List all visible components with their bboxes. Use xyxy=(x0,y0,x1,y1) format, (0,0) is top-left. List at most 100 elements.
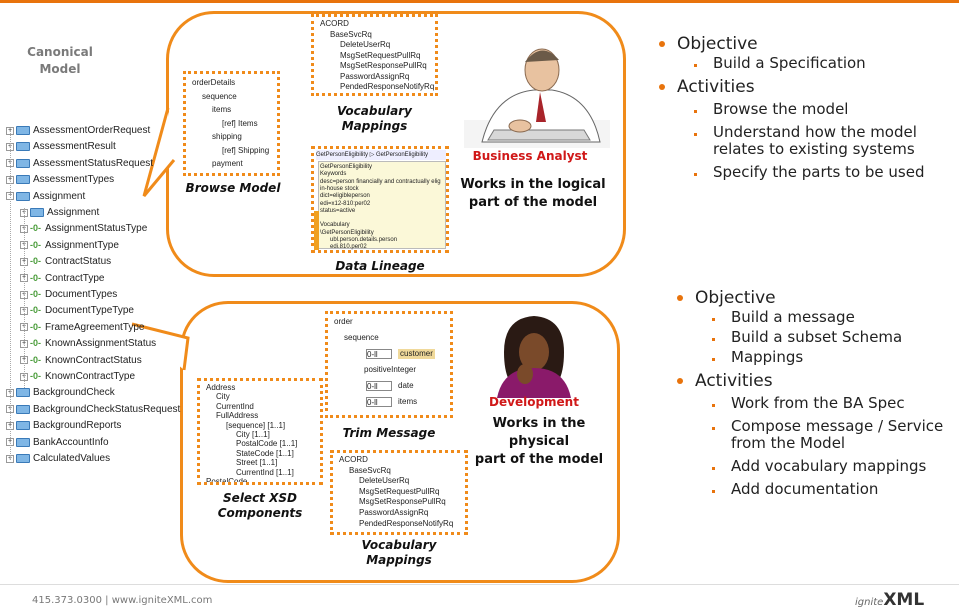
activity-item: Compose message / Service from the Model xyxy=(731,417,944,452)
tree-row[interactable]: +AssessmentResult xyxy=(6,140,116,153)
mini-tree-item: status=active xyxy=(320,207,356,214)
mini-tree-item: PostalCode xyxy=(206,477,248,485)
mini-tree-item: date xyxy=(398,381,414,390)
folder-icon xyxy=(16,175,30,185)
sub-bullet-icon xyxy=(712,318,715,321)
tree-row[interactable]: +Assignment xyxy=(20,206,99,219)
sub-bullet-icon xyxy=(694,133,697,136)
sub-bullet-icon xyxy=(712,490,715,493)
tree-item-label: AssignmentType xyxy=(45,239,119,251)
select-xsd-caption: Select XSD Components xyxy=(217,491,303,520)
element-icon: -0- xyxy=(30,305,41,316)
canonical-model-line1: Canonical xyxy=(27,45,93,59)
objective-item: Mappings xyxy=(731,348,804,366)
mini-tree-item: Street [1..1] xyxy=(236,458,278,468)
tree-item-label: ContractStatus xyxy=(45,256,112,268)
activity-item: Browse the model xyxy=(713,100,849,118)
mini-tree-item: DeleteUserRq xyxy=(359,476,410,486)
tree-item-label: BackgroundReports xyxy=(33,420,122,432)
tree-item-label: KnownContractType xyxy=(45,371,136,382)
mini-tree-item: City xyxy=(216,392,230,402)
vocabulary-mappings-caption-top: Vocabulary Mappings xyxy=(337,104,412,133)
tree-item-label: KnownContractStatus xyxy=(45,354,142,366)
tree-row[interactable]: +-0-AssignmentStatusType xyxy=(20,222,147,235)
tree-row[interactable]: +-0-DocumentTypes xyxy=(20,288,117,301)
element-icon: -0- xyxy=(30,239,41,250)
element-icon: -0- xyxy=(30,223,41,234)
mini-tree-item: [ref] Items xyxy=(222,118,258,128)
sub-bullet-icon xyxy=(712,338,715,341)
tree-item-label: Assignment xyxy=(33,190,86,202)
bullet-dot xyxy=(677,378,683,384)
tree-row[interactable]: +AssessmentOrderRequest xyxy=(6,124,150,137)
tree-row[interactable]: +-0-KnownContractType xyxy=(20,370,135,383)
tree-row[interactable]: +-0-DocumentTypeType xyxy=(20,304,134,317)
canonical-model-label: Canonical Model xyxy=(20,44,100,78)
activity-item: Specify the parts to be used xyxy=(713,163,925,181)
lineage-header: GetPersonEligibility ▷ GetPersonEligibil… xyxy=(316,150,446,160)
business-analyst-figure xyxy=(464,48,610,148)
mini-tree-item: Vocabulary xyxy=(320,222,350,229)
cardinality-select[interactable]: 0-ll xyxy=(366,397,392,407)
tree-row[interactable]: +-0-KnownAssignmentStatus xyxy=(20,337,156,350)
tree-row[interactable]: +AssessmentStatusRequest xyxy=(6,157,153,170)
mini-tree-item: StateCode [1..1] xyxy=(236,448,294,458)
tree-row[interactable]: −Assignment xyxy=(6,190,85,203)
tree-row[interactable]: +BackgroundCheckStatusRequest xyxy=(6,403,180,416)
sub-bullet-icon xyxy=(712,404,715,407)
tree-item-label: AssignmentStatusType xyxy=(45,223,148,235)
mini-tree-item: PasswordAssignRq xyxy=(359,508,429,517)
mini-tree-item: Keywords xyxy=(320,171,347,178)
mini-tree-item: desc=person financially and contractuall… xyxy=(320,178,441,185)
bullet-dot xyxy=(677,295,683,301)
bullet-dot xyxy=(659,84,665,90)
tree-row[interactable]: +-0-ContractStatus xyxy=(20,255,111,268)
mini-tree-item: DeleteUserRq xyxy=(340,40,391,49)
tree-item-label: BackgroundCheckStatusRequest xyxy=(33,403,181,415)
top-accent-line xyxy=(0,0,959,3)
tree-row[interactable]: +-0-ContractType xyxy=(20,272,104,285)
mini-tree-item: FullAddress xyxy=(216,411,259,421)
tree-row[interactable]: +BankAccountInfo xyxy=(6,436,109,449)
tree-row[interactable]: +-0-FrameAgreementType xyxy=(20,321,145,334)
objective-item: Build a Specification xyxy=(713,54,866,72)
tree-row[interactable]: +-0-AssignmentType xyxy=(20,239,119,252)
footer-divider xyxy=(0,584,959,585)
tree-row[interactable]: +BackgroundReports xyxy=(6,419,121,432)
activity-item: Add documentation xyxy=(731,480,879,498)
tree-row[interactable]: +BackgroundCheck xyxy=(6,386,115,399)
activity-item: Work from the BA Spec xyxy=(731,394,905,412)
sub-bullet-icon xyxy=(694,110,697,113)
data-lineage-box: GetPersonEligibility ▷ GetPersonEligibil… xyxy=(311,146,449,253)
folder-icon xyxy=(16,454,30,463)
browse-model-caption: Browse Model xyxy=(185,181,281,195)
mini-tree-item: [ref] Shipping xyxy=(222,145,270,155)
folder-icon xyxy=(16,126,30,135)
mini-tree-item: PendedResponseNotifyRq xyxy=(340,82,435,91)
mini-tree-item: Address xyxy=(206,383,236,392)
element-icon: -0- xyxy=(30,256,41,267)
tree-item-label: CalculatedValues xyxy=(33,453,111,464)
tree-row[interactable]: +AssessmentTypes xyxy=(6,173,114,186)
tree-row[interactable]: +CalculatedValues xyxy=(6,452,110,465)
ignitexml-logo: igniteXML xyxy=(855,590,924,610)
element-icon: -0- xyxy=(30,272,41,283)
mini-tree-item: MsgSetResponsePullRq xyxy=(359,497,446,507)
element-icon: -0- xyxy=(30,338,41,349)
mini-tree-item: order xyxy=(334,317,353,326)
cardinality-select[interactable]: 0-ll xyxy=(366,381,392,391)
tree-item-label: DocumentTypes xyxy=(45,289,118,300)
tree-row[interactable]: +-0-KnownContractStatus xyxy=(20,354,142,367)
cardinality-select[interactable]: 0-ll xyxy=(366,349,392,359)
mini-tree-item: PostalCode [1..1] xyxy=(236,439,298,449)
sub-bullet-icon xyxy=(712,358,715,361)
canonical-model-line2: Model xyxy=(39,62,81,76)
mini-tree-item: PasswordAssignRq xyxy=(340,71,410,81)
development-label: Development xyxy=(489,395,579,409)
data-lineage-caption: Data Lineage xyxy=(335,259,425,273)
footer-contact: 415.373.0300 | www.igniteXML.com xyxy=(32,595,213,606)
mini-tree-item: positiveInteger xyxy=(364,365,417,374)
